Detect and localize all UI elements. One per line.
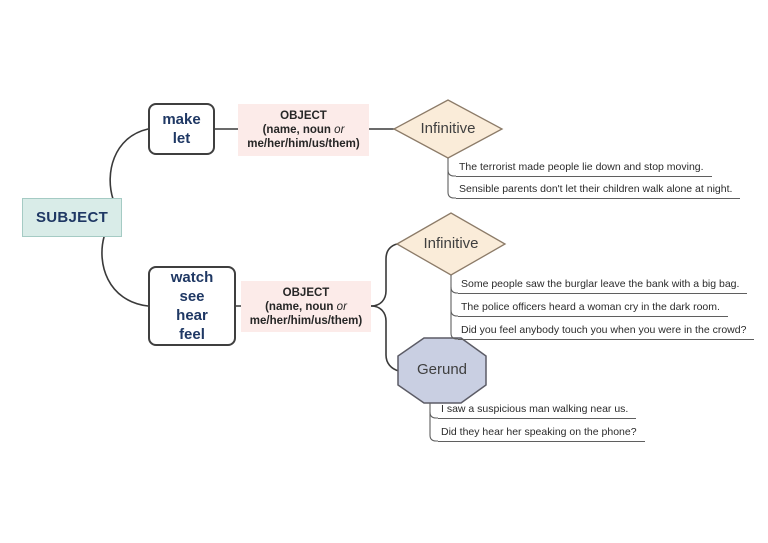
infinitive-diamond-2 — [395, 212, 507, 276]
verb-label: make — [162, 111, 201, 128]
subject-label: SUBJECT — [35, 209, 109, 226]
verb-label: let — [172, 130, 191, 147]
verbs-make-let-node: make let — [148, 103, 215, 155]
verbs-watch-see-hear-feel-node: watch see hear feel — [148, 266, 236, 346]
verb-label: feel — [179, 326, 205, 343]
infinitive-label-2: Infinitive — [423, 235, 479, 252]
subject-to-make-connector — [109, 128, 149, 200]
example-sentence: The police officers heard a woman cry in… — [458, 301, 728, 317]
example-branch-1b — [447, 170, 456, 199]
object2-to-gerund-connector — [370, 305, 400, 372]
object-pronouns: me/her/him/us/them) — [247, 138, 360, 150]
example-sentence: Sensible parents don't let their childre… — [456, 183, 741, 199]
object-subtitle: (name, noun or — [262, 124, 345, 136]
object-node-2: OBJECT (name, noun or me/her/him/us/them… — [241, 281, 371, 332]
object-title: OBJECT — [280, 110, 327, 122]
example-branch-2a — [450, 275, 458, 294]
example-branch-2c — [450, 310, 458, 340]
example-sentence: The terrorist made people lie down and s… — [456, 161, 712, 177]
object-pronouns: me/her/him/us/them) — [249, 314, 363, 327]
verb-label: hear — [176, 307, 208, 324]
subject-node: SUBJECT — [22, 198, 122, 237]
infinitive-label-1: Infinitive — [420, 120, 476, 137]
object2-to-infinitive-connector — [370, 243, 398, 307]
object-node-1: OBJECT (name, noun or me/her/him/us/them… — [238, 104, 369, 156]
example-branch-1a — [447, 158, 456, 177]
verb-label: watch — [170, 269, 214, 286]
subject-to-watch-connector — [101, 236, 149, 307]
example-branch-3b — [429, 412, 438, 442]
example-branch-3a — [429, 403, 438, 419]
object-subtitle: (name, noun or — [265, 300, 347, 313]
example-sentence: Did you feel anybody touch you when you … — [458, 324, 755, 340]
gerund-label: Gerund — [416, 361, 468, 378]
example-sentence: Some people saw the burglar leave the ba… — [458, 278, 748, 294]
example-sentence: Did they hear her speaking on the phone? — [438, 426, 645, 442]
object-title: OBJECT — [282, 286, 330, 299]
infinitive-diamond-1 — [392, 99, 504, 159]
gerund-octagon — [397, 337, 487, 404]
example-sentence: I saw a suspicious man walking near us. — [438, 403, 637, 419]
verb-label: see — [179, 288, 205, 305]
